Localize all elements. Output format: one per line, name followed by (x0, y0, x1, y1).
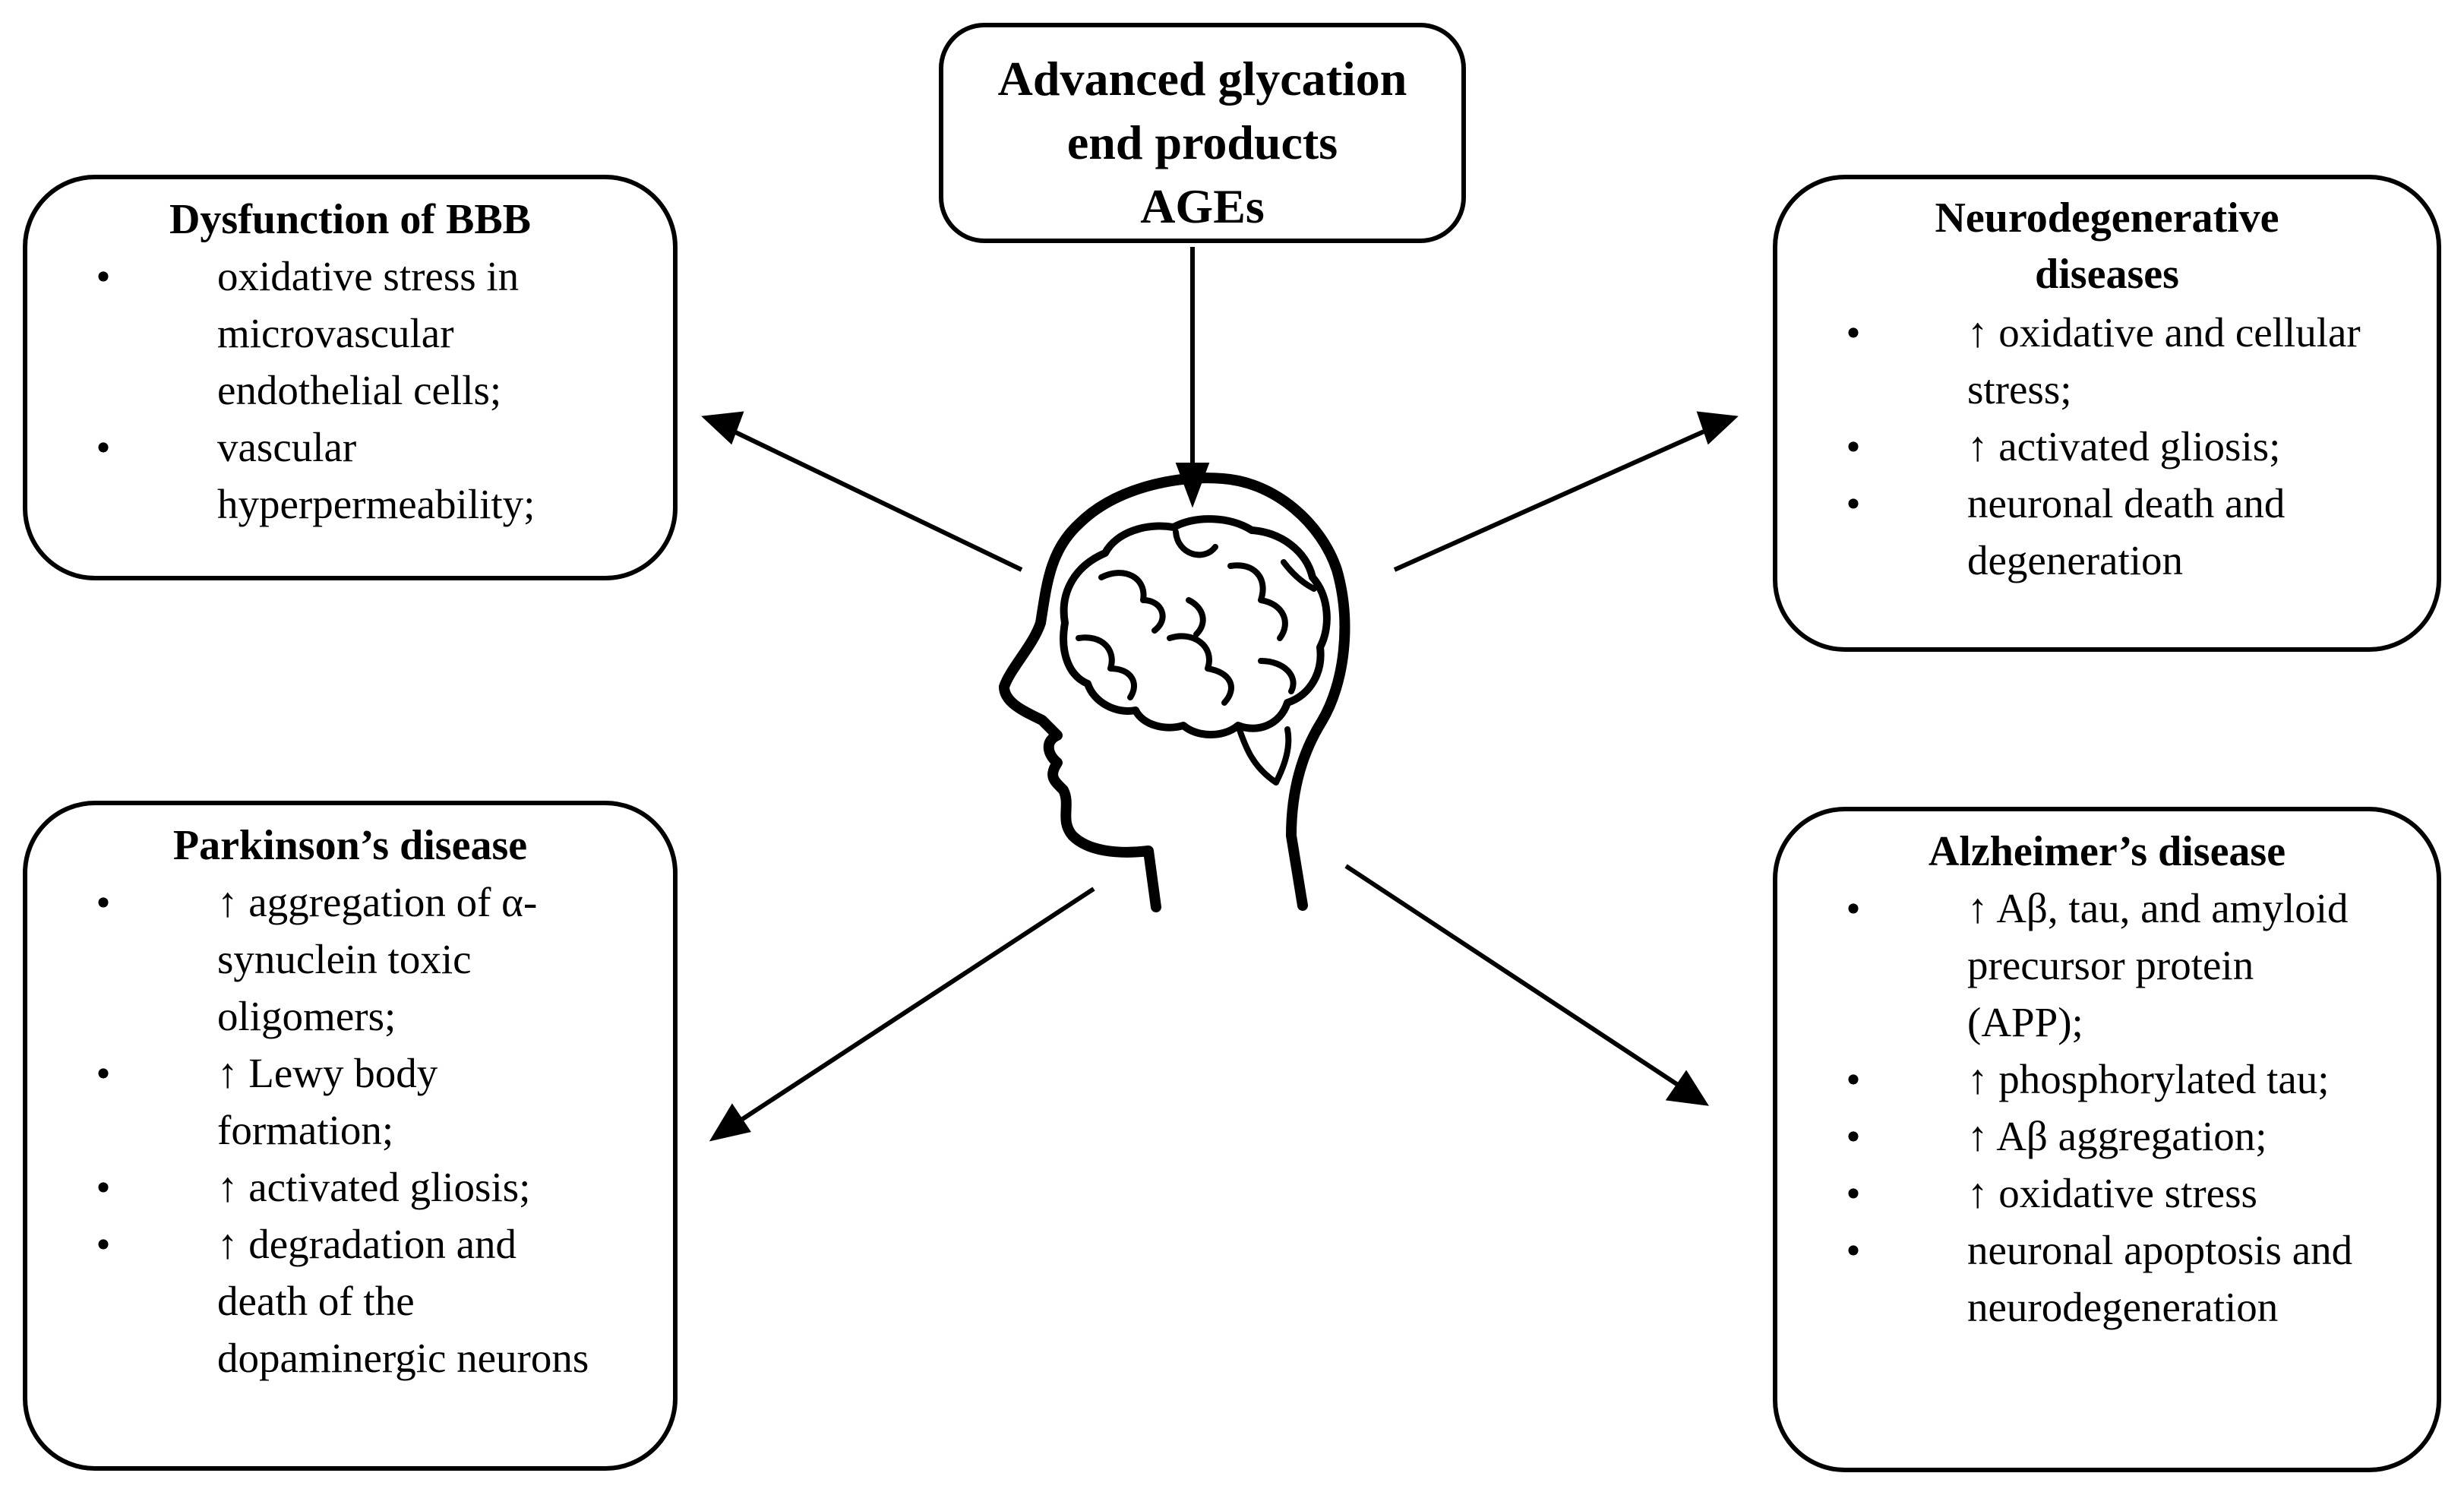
list-item-text: ↑ activated gliosis; (217, 1164, 531, 1210)
bullet-icon: • (96, 424, 111, 470)
bullet-icon: • (1846, 423, 1861, 469)
neurodegenerative-title: Neurodegenerative diseases (1935, 194, 2279, 298)
list-item-text: vascular hyperpermeability; (217, 424, 535, 527)
brain-folds (1076, 529, 1317, 706)
bullet-icon: • (96, 253, 111, 299)
list-item-text: ↑ Aβ, tau, and amyloid precursor protein… (1967, 885, 2349, 1045)
list-item-text: ↑ degradation and death of the dopaminer… (217, 1221, 589, 1381)
alzheimers-box: Alzheimer’s disease • ↑ Aβ, tau, and amyl… (1773, 807, 2441, 1472)
ages-box: Advanced glycation end products AGEs (939, 23, 1466, 243)
arrows (701, 247, 1739, 1142)
parkinsons-list: • ↑ aggregation of α- synuclein toxic oli… (81, 874, 681, 1386)
bbb-list: • oxidative stress in microvascular endot… (81, 248, 673, 533)
bbb-box: Dysfunction of BBB • oxidative stress in … (23, 175, 678, 580)
list-item: • ↑ activated gliosis; (1831, 418, 2438, 475)
list-item: • ↑ oxidative and cellular stress; (1831, 304, 2438, 418)
list-item-text: ↑ oxidative and cellular stress; (1967, 309, 2361, 413)
list-item: • ↑ Lewy body formation; (81, 1045, 681, 1159)
neurodegenerative-list: • ↑ oxidative and cellular stress; • ↑ act… (1831, 304, 2438, 589)
bullet-icon: • (1846, 1227, 1861, 1273)
bullet-icon: • (1846, 1056, 1861, 1102)
alzheimers-list: • ↑ Aβ, tau, and amyloid precursor protei… (1831, 880, 2438, 1336)
list-item-text: ↑ aggregation of α- synuclein toxic olig… (217, 879, 538, 1039)
brain-outline (1060, 515, 1331, 738)
head-outline (999, 473, 1350, 912)
alzheimers-title: Alzheimer’s disease (1928, 828, 2286, 875)
bullet-icon: • (1846, 1113, 1861, 1159)
list-item-text: oxidative stress in microvascular endoth… (217, 253, 520, 413)
arrow-brain-to-neurodegenerative (1393, 411, 1739, 572)
bullet-icon: • (1846, 885, 1861, 931)
list-item-text: neuronal apoptosis and neurodegeneration (1967, 1227, 2353, 1330)
list-item: • neuronal death and degeneration (1831, 475, 2438, 589)
bullet-icon: • (96, 1164, 111, 1210)
list-item-text: ↑ phosphorylated tau; (1967, 1056, 2330, 1102)
list-item-text: ↑ Aβ aggregation; (1967, 1113, 2267, 1159)
human-head-brain-icon (999, 473, 1350, 912)
arrow-ages-to-brain (1175, 247, 1210, 508)
parkinsons-title: Parkinson’s disease (172, 822, 528, 869)
list-item: • ↑ Aβ, tau, and amyloid precursor protei… (1831, 880, 2438, 1051)
arrow-brain-to-bbb (701, 411, 1023, 572)
list-item: • ↑ aggregation of α- synuclein toxic oli… (81, 874, 681, 1045)
list-item-text: ↑ oxidative stress (1967, 1170, 2257, 1216)
list-item: • ↑ phosphorylated tau; (1831, 1051, 2438, 1108)
list-item-text: ↑ Lewy body formation; (217, 1050, 438, 1153)
brain-stem (1235, 722, 1292, 786)
bbb-title: Dysfunction of BBB (169, 196, 532, 243)
ages-title: Advanced glycation end products AGEs (997, 52, 1407, 233)
list-item: • oxidative stress in microvascular endot… (81, 248, 673, 419)
list-item: • vascular hyperpermeability; (81, 419, 673, 533)
bullet-icon: • (96, 1221, 111, 1267)
list-item: • ↑ activated gliosis; (81, 1159, 681, 1215)
arrow-brain-to-parkinsons (709, 887, 1095, 1142)
list-item: • ↑ degradation and death of the dopamine… (81, 1215, 681, 1386)
parkinsons-box: Parkinson’s disease • ↑ aggregation of α-… (23, 801, 678, 1471)
bullet-icon: • (1846, 480, 1861, 526)
list-item: • ↑ Aβ aggregation; (1831, 1108, 2438, 1165)
neurodegenerative-box: Neurodegenerative diseases • ↑ oxidative … (1773, 175, 2441, 652)
list-item-text: ↑ activated gliosis; (1967, 423, 2281, 469)
list-item-text: neuronal death and degeneration (1967, 480, 2286, 583)
list-item: • ↑ oxidative stress (1831, 1165, 2438, 1222)
bullet-icon: • (96, 879, 111, 925)
arrow-brain-to-alzheimers (1344, 864, 1709, 1106)
bullet-icon: • (96, 1050, 111, 1096)
bullet-icon: • (1846, 1170, 1861, 1216)
list-item: • neuronal apoptosis and neurodegeneratio… (1831, 1222, 2438, 1336)
bullet-icon: • (1846, 309, 1861, 356)
